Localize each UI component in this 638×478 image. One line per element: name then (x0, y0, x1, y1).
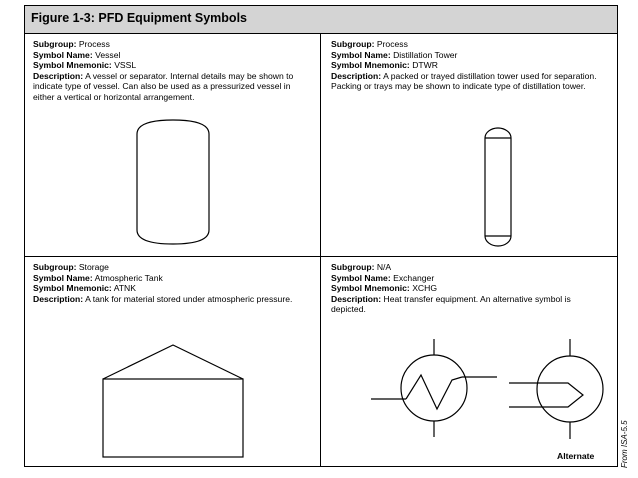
symbol-mnemonic-value: ATNK (113, 283, 136, 293)
cell-exchanger-text: Subgroup: N/A Symbol Name: Exchanger Sym… (331, 262, 607, 315)
subgroup-value: N/A (376, 262, 392, 272)
figure-title-bar: Figure 1-3: PFD Equipment Symbols (25, 6, 617, 34)
source-credit: From ISA-5.5 (620, 420, 629, 468)
cell-exchanger: Subgroup: N/A Symbol Name: Exchanger Sym… (321, 257, 617, 466)
symbol-mnemonic-label: Symbol Mnemonic: (33, 60, 112, 70)
distillation-tower-symbol (484, 127, 512, 247)
symbol-mnemonic-value: VSSL (114, 60, 137, 70)
symbol-name-value: Vessel (95, 49, 121, 60)
symbol-name-label: Symbol Name: (33, 49, 93, 60)
cell-atmospheric-tank: Subgroup: Storage Symbol Name: Atmospher… (25, 257, 321, 466)
exchanger-alternate-symbol (509, 339, 604, 439)
description-label: Description: (331, 293, 382, 304)
symbol-mnemonic-value: DTWR (412, 60, 438, 70)
subgroup-label: Subgroup: (331, 39, 375, 49)
symbol-mnemonic-label: Symbol Mnemonic: (331, 283, 410, 293)
subgroup-label: Subgroup: (33, 39, 77, 49)
symbol-name-value: Exchanger (393, 272, 435, 283)
subgroup-value: Process (78, 39, 110, 49)
symbol-name-value: Distillation Tower (393, 49, 458, 60)
symbol-mnemonic-value: XCHG (412, 283, 438, 293)
alternate-label: Alternate (557, 451, 595, 461)
cell-vessel-text: Subgroup: Process Symbol Name: Vessel Sy… (33, 39, 313, 102)
exchanger-symbols (371, 339, 604, 439)
vessel-symbol (136, 119, 210, 245)
subgroup-label: Subgroup: (33, 262, 77, 272)
symbol-name-label: Symbol Name: (331, 272, 391, 283)
description-label: Description: (33, 293, 84, 304)
symbol-name-value: Atmospheric Tank (94, 272, 163, 283)
description-value: Heat transfer equipment. An alternative … (331, 293, 571, 315)
subgroup-value: Storage (78, 262, 109, 272)
symbol-name-label: Symbol Name: (331, 49, 391, 60)
figure-title: Figure 1-3: PFD Equipment Symbols (31, 11, 247, 25)
cell-distillation-tower-text: Subgroup: Process Symbol Name: Distillat… (331, 39, 607, 92)
cell-distillation-tower: Subgroup: Process Symbol Name: Distillat… (321, 34, 617, 257)
exchanger-symbol (371, 339, 497, 437)
description-value: A packed or trayed distillation tower us… (331, 70, 597, 92)
subgroup-value: Process (376, 39, 408, 49)
description-label: Description: (331, 70, 382, 81)
figure-frame: Figure 1-3: PFD Equipment Symbols Subgro… (24, 5, 618, 467)
description-value: A vessel or separator. Internal details … (33, 70, 294, 102)
symbol-mnemonic-label: Symbol Mnemonic: (33, 283, 112, 293)
description-value: A tank for material stored under atmosph… (85, 293, 293, 304)
symbol-name-label: Symbol Name: (33, 272, 93, 283)
symbol-mnemonic-label: Symbol Mnemonic: (331, 60, 410, 70)
cell-vessel: Subgroup: Process Symbol Name: Vessel Sy… (25, 34, 321, 257)
subgroup-label: Subgroup: (331, 262, 375, 272)
description-label: Description: (33, 70, 84, 81)
cell-atmospheric-tank-text: Subgroup: Storage Symbol Name: Atmospher… (33, 262, 313, 304)
atmospheric-tank-symbol (102, 344, 244, 458)
